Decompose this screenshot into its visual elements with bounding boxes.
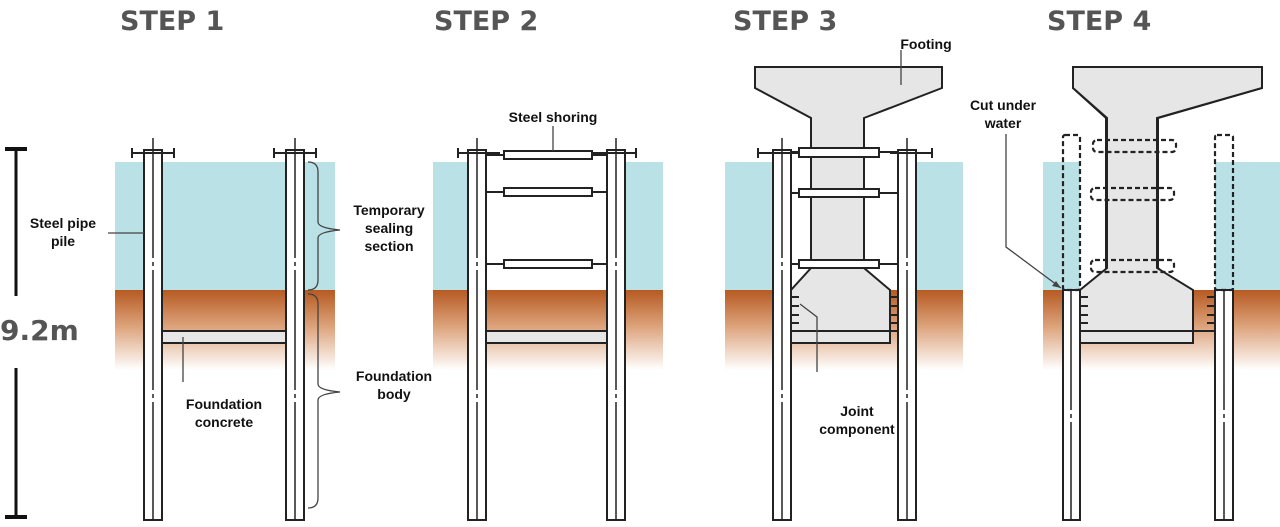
footing-completed xyxy=(1072,66,1263,344)
step-1-title: STEP 1 xyxy=(120,6,224,37)
step-2-diagram: Steel shoring xyxy=(457,109,637,521)
depth-dimension: 9.2m xyxy=(0,147,79,519)
footing-label: Footing xyxy=(900,36,951,52)
step-3-title: STEP 3 xyxy=(733,6,837,37)
steel-shoring xyxy=(486,150,607,269)
sealing-section-brace xyxy=(307,161,341,291)
steel-pipe-pile-right xyxy=(273,138,317,521)
step-4-title: STEP 4 xyxy=(1047,6,1151,37)
removed-temporary-parts xyxy=(1061,133,1235,292)
dimension-label: 9.2m xyxy=(0,314,79,347)
step-2-title: STEP 2 xyxy=(434,6,538,37)
joint-component xyxy=(1080,296,1215,324)
steel-shoring xyxy=(791,147,898,269)
joint-component xyxy=(791,296,898,324)
footing xyxy=(754,66,943,344)
steel-shoring-label: Steel shoring xyxy=(509,109,598,125)
foundation-body-brace xyxy=(307,293,341,509)
steel-pipe-pile-left xyxy=(131,138,175,521)
foundation-concrete xyxy=(161,330,287,344)
